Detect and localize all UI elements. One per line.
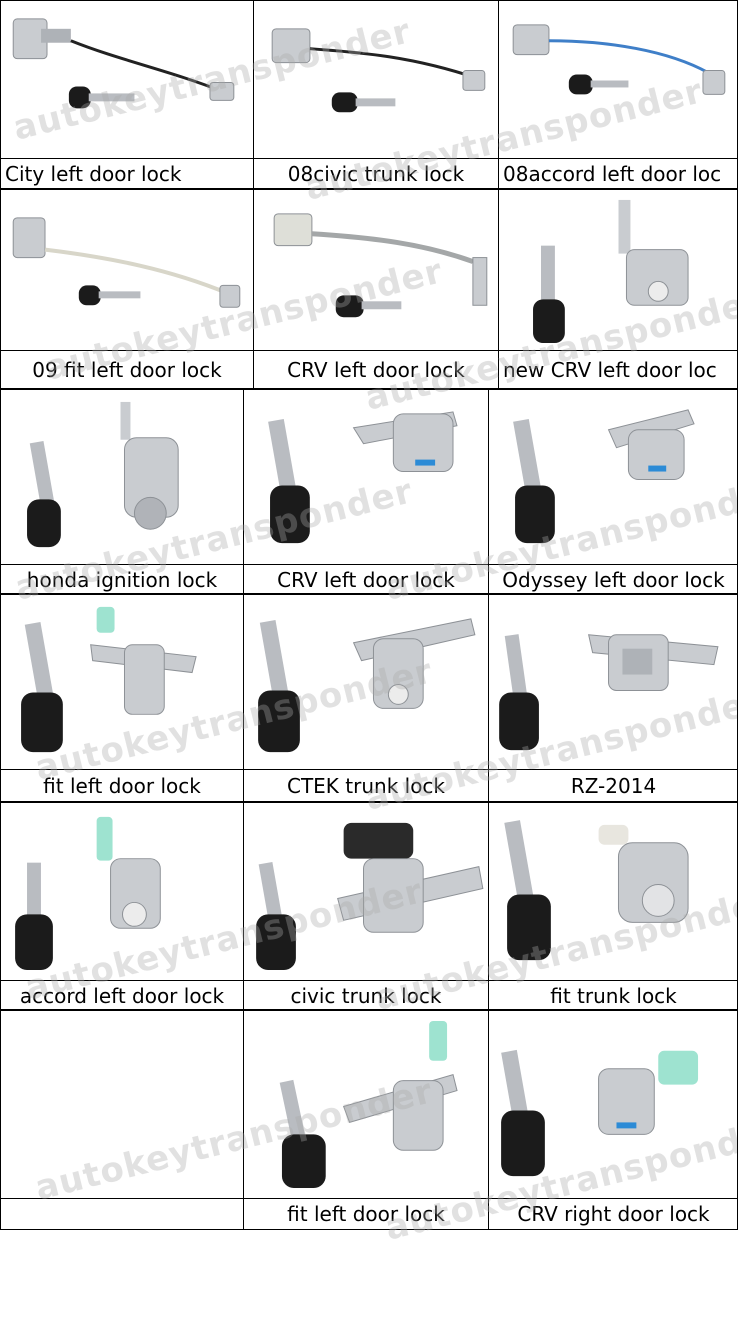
caption-honda-ignition-lock: honda ignition lock (0, 564, 243, 594)
caption-accord-left-door-lock: accord left door lock (0, 980, 243, 1010)
caption-civic-trunk-lock: civic trunk lock (243, 980, 488, 1010)
caption-crv-left-door-lock: CRV left door lock (253, 350, 498, 389)
product-grid: City left door lock 08civic trunk lock 0… (0, 0, 738, 1249)
door-lock-with-key-image (513, 409, 695, 544)
caption-city-left-door-lock: City left door lock (0, 158, 253, 189)
product-image-crv-left-door-lock-2 (243, 389, 488, 564)
caption-rz-2014: RZ-2014 (488, 769, 738, 802)
product-image-new-crv-left-door-lock (498, 189, 738, 350)
product-image-civic-trunk-lock (243, 802, 488, 980)
product-image-odyssey-left-door-lock (488, 389, 738, 564)
door-lock-with-key-image (499, 634, 719, 751)
caption-crv-left-door-lock-2: CRV left door lock (243, 564, 488, 594)
caption-fit-left-door-lock-2: fit left door lock (243, 1198, 488, 1230)
door-lock-with-key-image (15, 816, 161, 971)
trunk-lock-with-key-image (256, 822, 484, 971)
product-image-crv-left-door-lock (253, 189, 498, 350)
trunk-lock-with-key-image (504, 820, 689, 961)
door-lock-with-key-image (279, 1020, 458, 1189)
product-image-accord-left-door-lock (0, 802, 243, 980)
empty-cell (0, 1010, 243, 1198)
product-image-rz-2014 (488, 594, 738, 769)
door-lock-with-blue-cable-image (512, 24, 726, 95)
product-image-fit-trunk-lock (488, 802, 738, 980)
caption-ctek-trunk-lock: CTEK trunk lock (243, 769, 488, 802)
door-lock-with-cable-image (12, 18, 235, 109)
trunk-lock-with-key-image (258, 618, 476, 753)
product-image-08civic-trunk-lock (253, 0, 498, 158)
product-image-fit-left-door-lock (0, 594, 243, 769)
product-image-honda-ignition-lock (0, 389, 243, 564)
caption-08civic-trunk-lock: 08civic trunk lock (253, 158, 498, 189)
caption-fit-left-door-lock: fit left door lock (0, 769, 243, 802)
caption-new-crv-left-door-lock: new CRV left door loc (498, 350, 738, 389)
caption-crv-right-door-lock: CRV right door lock (488, 1198, 738, 1230)
caption-fit-trunk-lock: fit trunk lock (488, 980, 738, 1010)
trunk-lock-with-cable-image (271, 28, 486, 113)
product-image-fit-left-door-lock-2 (243, 1010, 488, 1198)
caption-empty (0, 1198, 243, 1230)
door-lock-with-gray-cable-image (273, 213, 488, 318)
product-image-08accord-left-door-lock (498, 0, 738, 158)
product-image-crv-right-door-lock (488, 1010, 738, 1198)
product-image-city-left-door-lock (0, 0, 253, 158)
caption-09-fit-left-door-lock: 09 fit left door lock (0, 350, 253, 389)
caption-08accord-left-door-lock: 08accord left door loc (498, 158, 738, 189)
door-lock-with-key-image (533, 199, 689, 344)
door-lock-with-key-image (21, 606, 197, 753)
door-lock-with-beige-cable-image (12, 217, 241, 308)
ignition-lock-image (27, 401, 179, 548)
product-image-09-fit-left-door-lock (0, 189, 253, 350)
door-lock-with-key-image (501, 1049, 699, 1177)
product-image-ctek-trunk-lock (243, 594, 488, 769)
caption-odyssey-left-door-lock: Odyssey left door lock (488, 564, 738, 594)
door-lock-with-key-image (268, 411, 458, 544)
